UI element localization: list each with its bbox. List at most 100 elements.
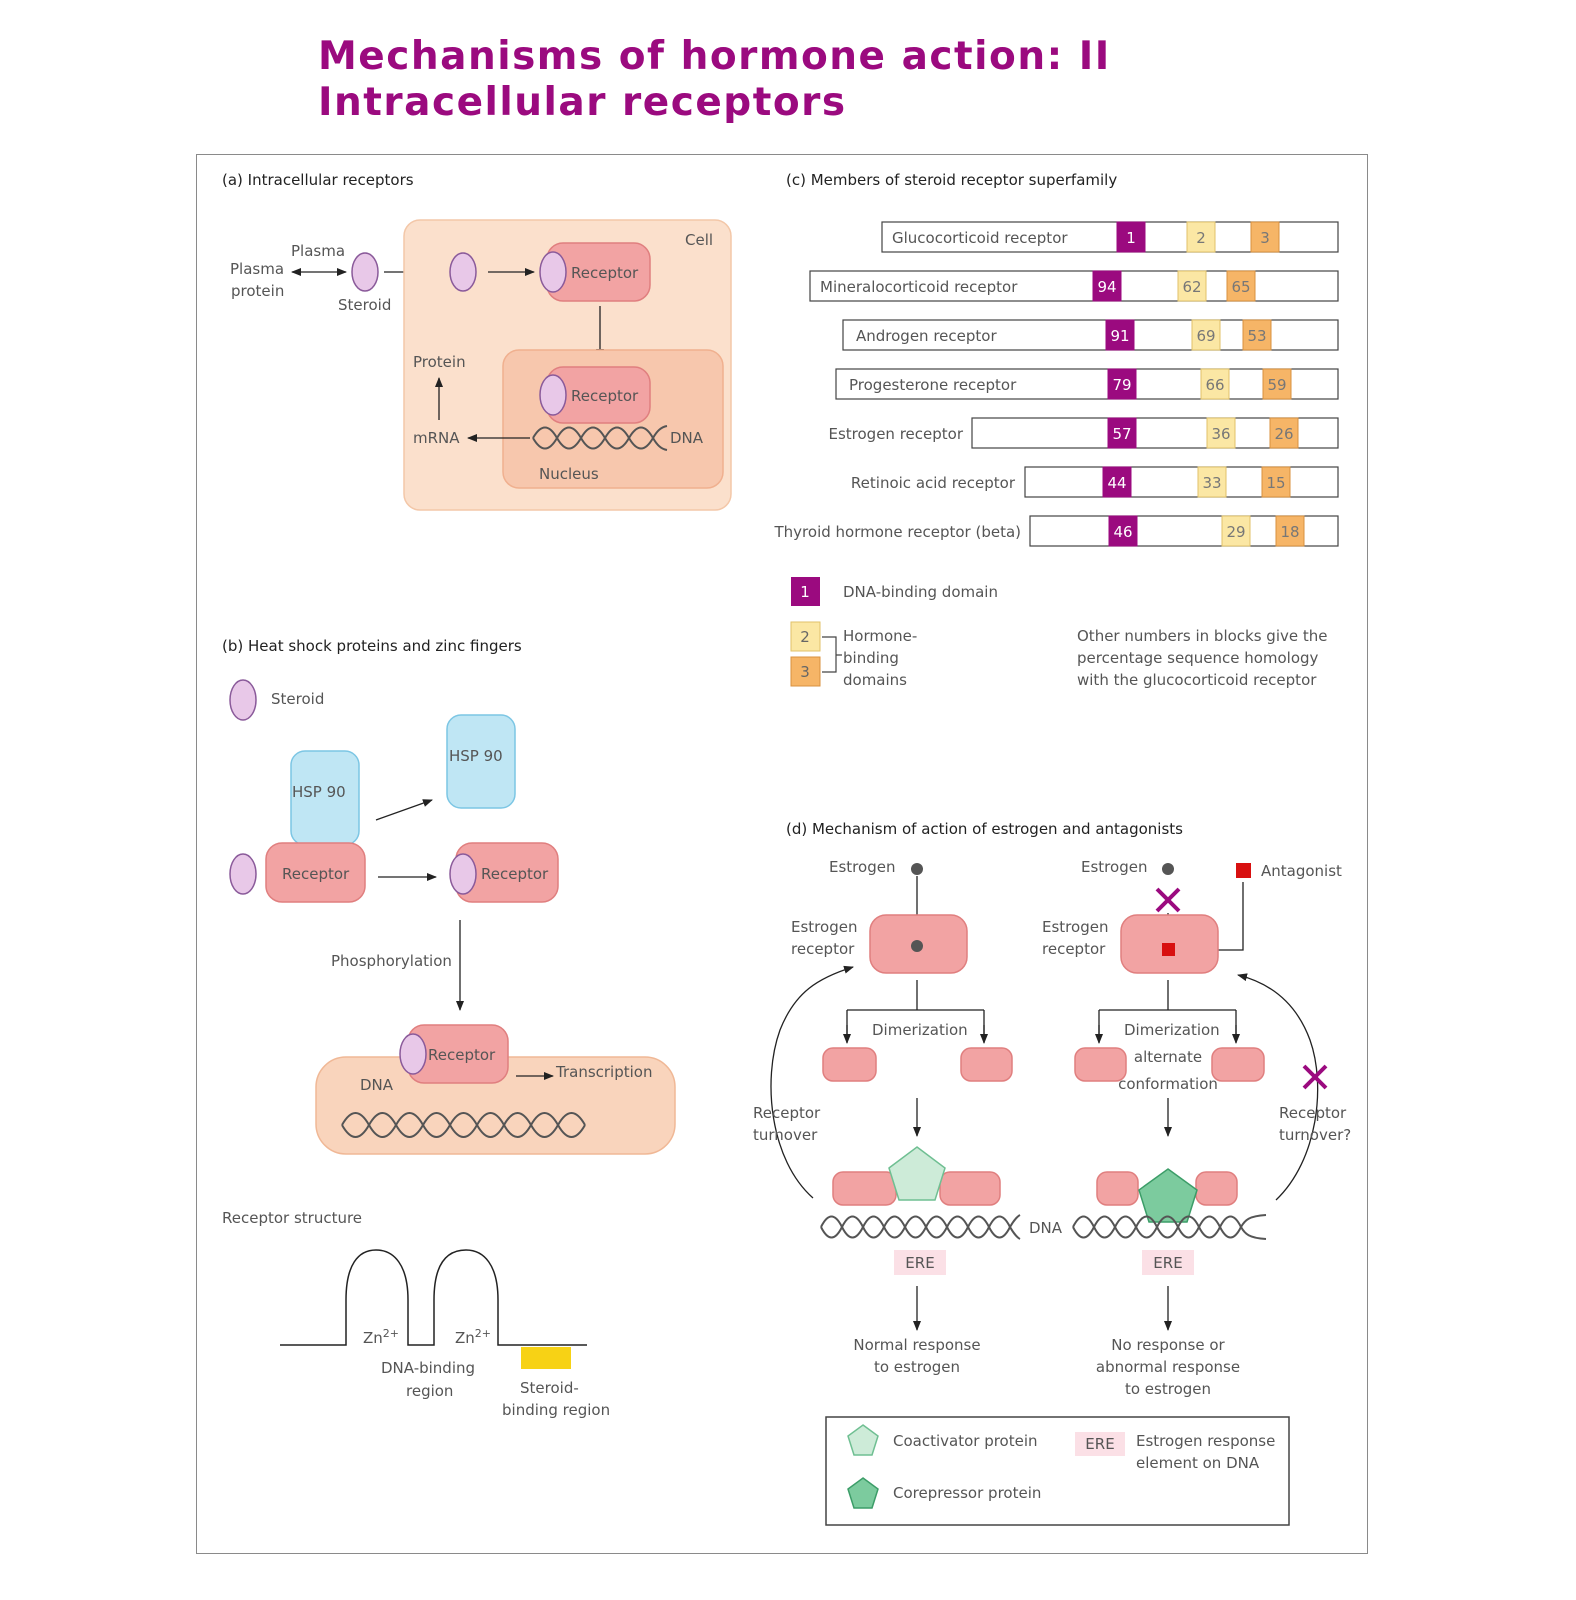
receptor-turnover-right-1: Receptor <box>1279 1104 1347 1122</box>
receptor-label-nucleus: Receptor <box>571 387 639 405</box>
dimer-dna-left-a <box>832 1171 897 1206</box>
panel-d: (d) Mechanism of action of estrogen and … <box>753 820 1351 1526</box>
protein-label: Protein <box>413 353 466 371</box>
ere-box-right <box>1142 1250 1194 1275</box>
steroid-binding-region-2: binding region <box>502 1401 610 1419</box>
legend-ere-label: ERE <box>1085 1435 1114 1453</box>
dna-binding-block-value: 46 <box>1113 523 1132 541</box>
steroid-ellipse-cytoplasm <box>449 252 477 292</box>
hsp90-bound-label: HSP 90 <box>292 783 346 801</box>
hormone-binding-block-2 <box>1275 515 1305 547</box>
hsp90-released <box>446 714 516 809</box>
cell-label: Cell <box>685 231 713 249</box>
hormone-binding-block-1-value: 2 <box>1196 229 1206 247</box>
dna-binding-block <box>1105 319 1135 351</box>
hormone-binding-block-1-value: 29 <box>1226 523 1245 541</box>
legend-hormone-block-2 <box>790 656 821 687</box>
x-block-estrogen <box>1155 887 1181 913</box>
hormone-binding-block-2-value: 15 <box>1266 474 1285 492</box>
receptor-turnover-right-2: turnover? <box>1279 1126 1351 1144</box>
no-response-3: to estrogen <box>1125 1380 1211 1398</box>
arrow-hsp-release <box>375 799 433 821</box>
transcription-label: Transcription <box>555 1063 652 1081</box>
page-title: Mechanisms of hormone action: II Intrace… <box>318 34 1111 126</box>
dna-helix-strand-2 <box>532 425 668 450</box>
hormone-binding-block-1 <box>1221 515 1251 547</box>
hormone-binding-block-2-value: 59 <box>1267 376 1286 394</box>
receptor-structure-title: Receptor structure <box>222 1209 362 1227</box>
receptor-name: Mineralocorticoid receptor <box>820 278 1018 296</box>
receptor-with-hsp <box>265 842 366 903</box>
dna-binding-block-value: 57 <box>1112 425 1131 443</box>
alternate-conformation-1: alternate <box>1134 1048 1202 1066</box>
dimer-dna-left-b <box>939 1171 1001 1206</box>
receptor-steroid-b-label: Receptor <box>481 865 549 883</box>
coactivator-pentagon <box>888 1146 946 1201</box>
dna-helix-d-right-2 <box>1072 1215 1267 1240</box>
estrogen-receptor-label-left-1: Estrogen <box>791 918 857 936</box>
hormone-binding-block-2 <box>1226 270 1256 302</box>
legend-dna-block <box>791 577 820 606</box>
hormone-binding-block-1-value: 33 <box>1202 474 1221 492</box>
hormone-binding-block-1 <box>1186 221 1216 253</box>
dna-binding-block-value: 44 <box>1107 474 1126 492</box>
hsp90-released-label: HSP 90 <box>449 747 503 765</box>
dimerization-label-left: Dimerization <box>872 1021 968 1039</box>
dna-binding-block <box>1107 417 1137 449</box>
ere-label-right: ERE <box>1153 1254 1182 1272</box>
steroid-binding-block <box>521 1347 571 1369</box>
hormone-binding-block-2-value: 65 <box>1231 278 1250 296</box>
hormone-binding-block-2 <box>1269 417 1299 449</box>
legend-hormone-block-1 <box>790 621 821 652</box>
normal-response-2: to estrogen <box>874 1358 960 1376</box>
hormone-binding-block-1 <box>1177 270 1207 302</box>
dna-label-b: DNA <box>360 1076 394 1094</box>
dna-binding-block <box>1107 368 1137 400</box>
title-line-2: Intracellular receptors <box>318 80 847 125</box>
dna-helix-b-strand-2 <box>341 1112 586 1138</box>
receptor-bar <box>1024 466 1339 498</box>
antagonist-label: Antagonist <box>1261 862 1342 880</box>
estrogen-bound-dot <box>911 940 923 952</box>
legend-ere-desc-1: Estrogen response <box>1136 1432 1275 1450</box>
receptor-row: 44 33 15 Retinoic acid receptor <box>851 466 1339 498</box>
legend-note-2: percentage sequence homology <box>1077 649 1319 667</box>
hormone-binding-block-2 <box>1250 221 1280 253</box>
panel-c-heading: (c) Members of steroid receptor superfam… <box>786 171 1117 189</box>
estrogen-dot-right <box>1162 863 1174 875</box>
panel-a: (a) Intracellular receptors Plasma prote… <box>222 171 732 511</box>
legend-dna-label: DNA-binding domain <box>843 583 998 601</box>
legend-bracket <box>822 636 842 673</box>
monomer-left-a <box>822 1047 877 1082</box>
legend-hormone-num-1: 2 <box>800 628 810 646</box>
plasma-protein-label-1: Plasma <box>230 260 284 278</box>
panel-d-heading: (d) Mechanism of action of estrogen and … <box>786 820 1183 838</box>
hormone-binding-block-1 <box>1200 368 1230 400</box>
zinc-finger-profile <box>280 1249 587 1346</box>
receptor-turnover-arc-right <box>1237 973 1319 1201</box>
steroid-legend-ellipse <box>229 679 257 721</box>
normal-response-1: Normal response <box>853 1336 980 1354</box>
alternate-conformation-2: conformation <box>1118 1075 1218 1093</box>
dna-binding-block-value: 91 <box>1110 327 1129 345</box>
legend-coactivator-label: Coactivator protein <box>893 1432 1038 1450</box>
dna-helix-d-right-1 <box>1072 1214 1267 1239</box>
receptor-name: Retinoic acid receptor <box>851 474 1016 492</box>
dna-binding-block <box>1092 270 1122 302</box>
dna-binding-block-value: 1 <box>1126 229 1136 247</box>
monomer-left-b <box>960 1047 1013 1082</box>
hormone-binding-block-2 <box>1262 368 1292 400</box>
steroid-bound-b <box>449 853 477 895</box>
dna-binding-block <box>1116 221 1146 253</box>
legend-note-1: Other numbers in blocks give the <box>1077 627 1328 645</box>
antagonist-square-legend <box>1236 863 1251 878</box>
estrogen-receptor-label-right-1: Estrogen <box>1042 918 1108 936</box>
receptor-name: Thyroid hormone receptor (beta) <box>774 523 1021 541</box>
plasma-protein-label-2: protein <box>231 282 284 300</box>
title-line-1: Mechanisms of hormone action: II <box>318 34 1111 79</box>
estrogen-receptor-label-right-2: receptor <box>1042 940 1106 958</box>
